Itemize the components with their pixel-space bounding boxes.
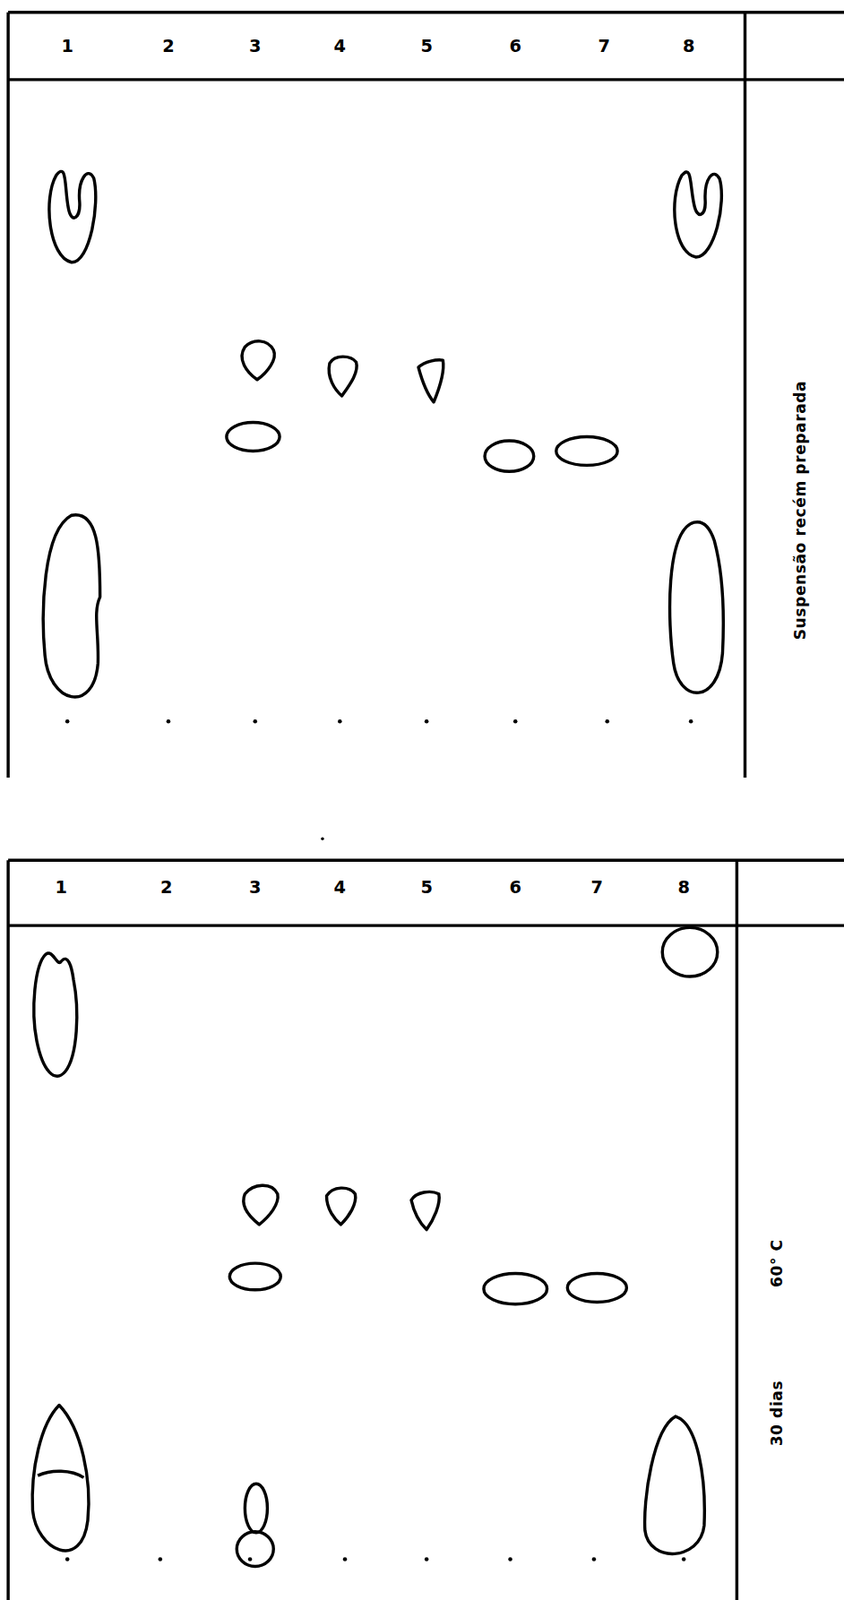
spots bbox=[32, 927, 718, 1567]
lane-number: 7 bbox=[598, 37, 611, 55]
lane-number: 7 bbox=[591, 878, 603, 896]
lane-number: 2 bbox=[160, 878, 173, 896]
lane-number: 3 bbox=[249, 37, 261, 55]
lane-number: 4 bbox=[334, 37, 346, 55]
plate-frame bbox=[8, 12, 844, 778]
lane-number: 8 bbox=[677, 878, 689, 896]
lane-number: 8 bbox=[682, 37, 695, 55]
spots bbox=[43, 171, 724, 698]
origin-dots bbox=[65, 719, 694, 841]
lane-number: 6 bbox=[508, 878, 521, 896]
condition-label: 60° C bbox=[769, 1239, 785, 1288]
lane-number: 3 bbox=[249, 878, 261, 896]
lane-number: 1 bbox=[60, 37, 73, 55]
condition-label: Suspensão recém preparada bbox=[793, 380, 810, 640]
lane-number: 5 bbox=[420, 37, 432, 55]
lane-number: 2 bbox=[162, 37, 174, 55]
plate-frame bbox=[8, 860, 844, 1600]
condition-label: 30 dias bbox=[769, 1380, 785, 1447]
lane-number: 4 bbox=[334, 878, 346, 896]
lane-number: 5 bbox=[420, 878, 432, 896]
lane-number: 6 bbox=[508, 37, 521, 55]
lane-number: 1 bbox=[55, 878, 68, 896]
origin-dots bbox=[65, 1557, 687, 1562]
